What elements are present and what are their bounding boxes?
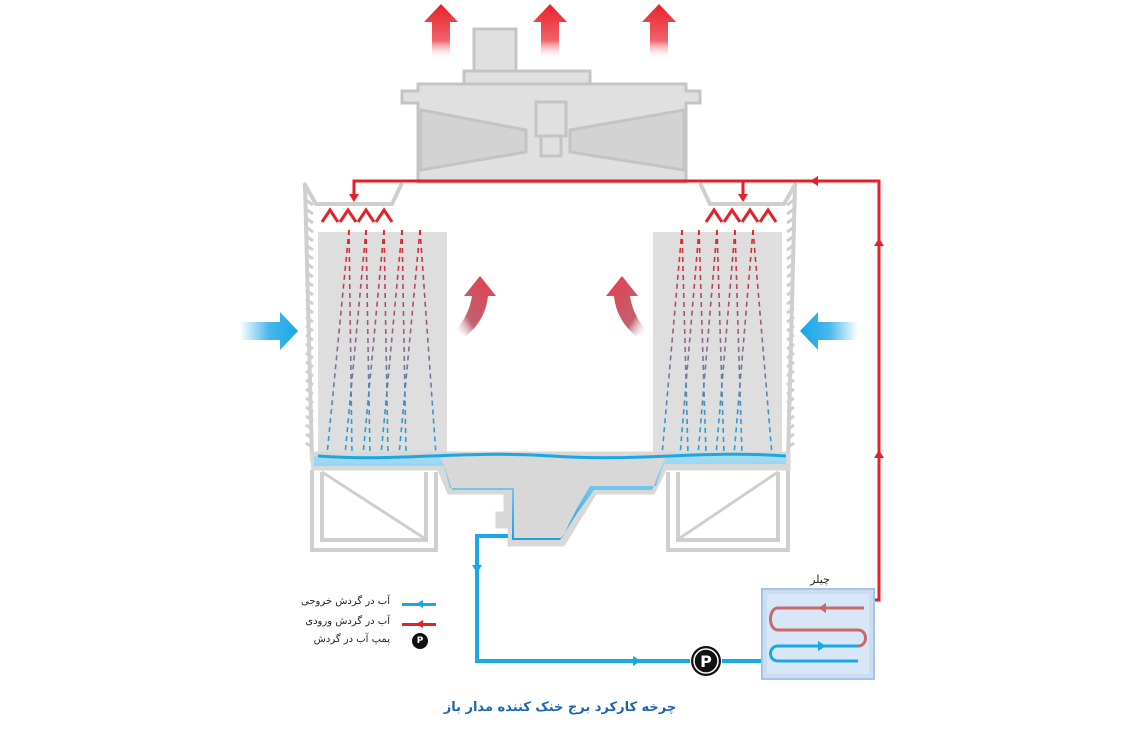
legend-arrow-icon (416, 620, 423, 628)
flow-marker-up-2 (874, 450, 884, 458)
exhaust-arrows (424, 4, 676, 60)
cold-water-flow-markers (472, 565, 641, 666)
exhaust-arrow-right (642, 4, 676, 60)
left-droplet-streak (401, 229, 407, 456)
coil-marker-2 (818, 641, 826, 651)
right-droplet-streak (679, 229, 700, 456)
right-droplet-streak (733, 229, 754, 456)
exhaust-arrow-center (533, 4, 567, 60)
left-fill-media (318, 232, 447, 460)
legend-item-pump: پمپ آب در گردش P (300, 633, 450, 652)
cold-water-basin (309, 451, 791, 547)
cold-water-pipe (475, 534, 776, 663)
right-leg-frame (666, 470, 790, 552)
left-droplet-streak (380, 229, 403, 456)
hot-water-flow-markers (349, 176, 884, 458)
left-droplet-streak (348, 229, 353, 456)
cold-water-supply-line (475, 534, 690, 663)
right-nozzles (704, 207, 778, 223)
right-droplet-streak (661, 229, 683, 456)
left-droplet-streak (344, 229, 367, 456)
left-droplet-streak (365, 229, 371, 456)
flow-marker-down-left (349, 194, 359, 202)
left-louvers (305, 198, 314, 450)
left-leg-brace (321, 470, 425, 540)
pump-letter: P (700, 652, 712, 671)
legend-arrow-icon (416, 600, 423, 608)
right-droplet-streak (734, 229, 743, 456)
flow-marker-down (472, 565, 482, 573)
chiller-coil-cold (769, 644, 858, 663)
legend-label-pump: پمپ آب در گردش (313, 634, 390, 645)
legend-swatch-red (402, 620, 436, 628)
fan-assembly (400, 27, 702, 184)
spray-nozzles (320, 207, 778, 223)
right-louvers (786, 198, 795, 450)
right-droplet-streak (715, 229, 736, 456)
left-droplet-streak (419, 229, 437, 456)
warm-air-arrow-left (456, 276, 496, 336)
left-droplet-streak (383, 229, 389, 456)
fan-blade-right (568, 108, 686, 172)
pump-icon: P (412, 633, 428, 649)
chiller (761, 588, 875, 680)
louvers (305, 198, 795, 450)
pump-ring (693, 648, 719, 674)
left-droplet-streak (398, 229, 421, 456)
legend-swatch-blue (402, 600, 436, 608)
flow-marker-left (810, 176, 818, 186)
warm-air-arrow-right (606, 276, 646, 336)
left-distribution-basin (302, 182, 404, 206)
flow-marker-right (633, 656, 641, 666)
right-droplet-streak (752, 229, 773, 456)
left-leg-frame (310, 470, 438, 552)
basin-water (314, 456, 786, 540)
fan-shaft (539, 134, 563, 158)
chiller-label: چیلر (810, 573, 830, 586)
fan-motor-base (462, 69, 592, 86)
fan-motor (472, 27, 518, 75)
inlet-air-arrows (240, 312, 858, 350)
fan-blade-left (419, 108, 528, 172)
warm-air-arrows (456, 276, 646, 336)
left-nozzles (320, 207, 394, 223)
inlet-air-arrow-right (800, 312, 858, 350)
legend-label-outgoing: آب در گردش خروجی (301, 596, 390, 607)
right-distribution-basin (698, 182, 798, 206)
right-droplet-streak (716, 229, 725, 456)
legend-item-outgoing: آب در گردش خروجی (300, 596, 450, 614)
legend-label-incoming: آب در گردش ورودی (305, 616, 390, 627)
right-droplet-streak (697, 229, 718, 456)
fan-hub (534, 100, 568, 138)
pump-body (691, 646, 721, 676)
exhaust-arrow-left (424, 4, 458, 60)
basin-water-surface (317, 452, 787, 460)
water-droplets (326, 229, 773, 456)
basin-outline (309, 451, 791, 547)
left-droplet-streak (362, 229, 385, 456)
left-droplet-streak (326, 229, 350, 456)
circulation-pump: P (691, 646, 721, 676)
right-leg-brace (679, 470, 779, 540)
right-droplet-streak (698, 229, 707, 456)
flow-marker-up-1 (874, 238, 884, 246)
right-droplet-streak (681, 229, 689, 456)
coil-marker-1 (818, 603, 826, 613)
diagram-caption: چرخه کارکرد برج خنک کننده مدار باز (443, 700, 677, 715)
inlet-air-arrow-left (240, 312, 298, 350)
flow-marker-down-right (738, 194, 748, 202)
chiller-coil-hot (769, 606, 867, 648)
legend-item-incoming: آب در گردش ورودی (300, 616, 450, 634)
